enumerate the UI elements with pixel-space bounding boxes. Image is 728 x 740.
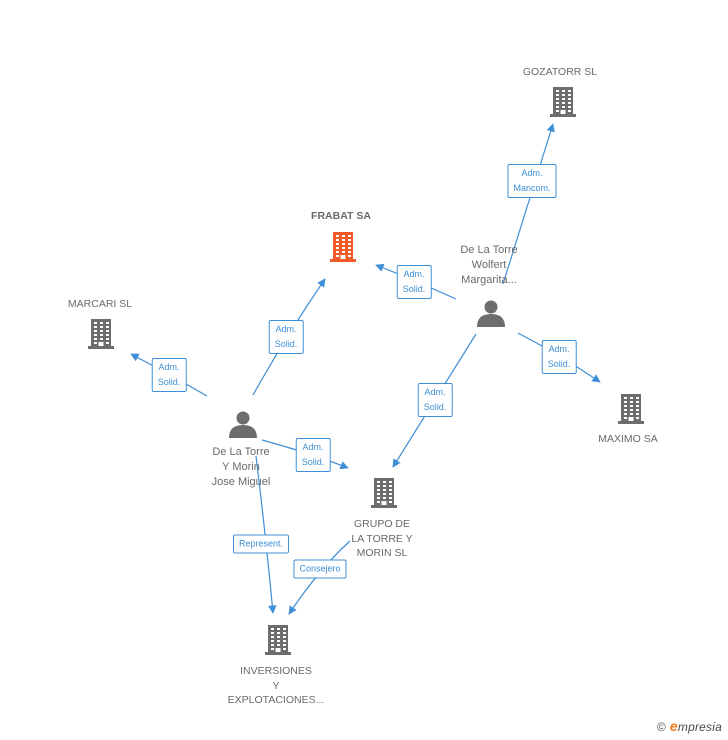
edge-label-jose-inversiones[interactable]: Represent. <box>232 534 290 554</box>
edge-label-jose-marcari[interactable]: Adm. Solid. <box>151 358 187 392</box>
building-icon-frabat <box>330 232 356 262</box>
node-label-line: MORIN SL <box>356 547 408 559</box>
node-label-line: EXPLOTACIONES... <box>227 694 325 706</box>
edge-label-line: Solid. <box>274 339 298 349</box>
edge-label-wolfert-maximo[interactable]: Adm. Solid. <box>541 340 577 374</box>
node-label-line: Y <box>272 679 280 692</box>
building-icon-grupo <box>371 478 397 508</box>
node-label-line: GRUPO DE <box>353 518 411 530</box>
node-label-line: FRABAT SA <box>311 210 371 222</box>
edge-label-line: Adm. <box>275 324 297 334</box>
node-label-line: De La Torre <box>212 446 270 458</box>
node-label-line: Wolfert <box>471 259 507 271</box>
edge-label-line: Consejero <box>299 563 341 574</box>
node-label-frabat[interactable]: FRABAT SA <box>311 209 371 224</box>
edge-label-line: Solid. <box>157 377 181 387</box>
edge-label-wolfert-gozatorr[interactable]: Adm. Mancom. <box>507 164 557 198</box>
node-label-line: Margarita... <box>461 274 517 286</box>
edge-label-line: Solid. <box>547 359 571 369</box>
edge-label-line: Solid. <box>301 457 325 467</box>
node-label-line: Jose Miguel <box>211 476 271 488</box>
edge-label-line: Solid. <box>402 284 426 294</box>
node-label-line: MARCARI SL <box>67 298 133 310</box>
copyright-symbol: © <box>656 720 666 734</box>
edge-label-grupo-inversiones[interactable]: Consejero <box>293 559 347 579</box>
edge-label-line: Adm. <box>548 344 570 354</box>
building-icon-maximo <box>618 394 644 424</box>
edge-label-line: Mancom. <box>513 183 551 193</box>
icons-layer <box>88 87 644 655</box>
empresia-logo-text: mpresia <box>677 720 722 734</box>
edge-label-jose-frabat[interactable]: Adm. Solid. <box>268 320 304 354</box>
node-label-gozatorr[interactable]: GOZATORR SL <box>523 65 597 80</box>
node-label-grupo[interactable]: GRUPO DE LA TORRE Y MORIN SL <box>351 517 412 561</box>
edge-label-line: Adm. <box>302 442 324 452</box>
building-icon-inversiones <box>265 625 291 655</box>
node-label-line: De La Torre <box>460 244 518 256</box>
person-icon-wolfert <box>477 300 505 327</box>
edge-label-line: Represent. <box>238 538 284 549</box>
node-label-line: Y Morin <box>222 461 260 473</box>
edge-label-line: Adm. <box>158 362 180 372</box>
node-label-line: INVERSIONES <box>240 665 312 677</box>
building-icon-gozatorr <box>550 87 576 117</box>
edge-label-wolfert-grupo[interactable]: Adm. Solid. <box>417 383 453 417</box>
node-label-line: GOZATORR SL <box>522 66 598 78</box>
edge-label-line: Solid. <box>423 402 447 412</box>
node-label-maximo[interactable]: MAXIMO SA <box>598 432 658 447</box>
edge-label-wolfert-frabat[interactable]: Adm. Solid. <box>396 265 432 299</box>
edge-label-line: Adm. <box>521 168 543 178</box>
empresia-logo-e: e <box>669 718 678 734</box>
node-label-marcari[interactable]: MARCARI SL <box>68 297 132 312</box>
edge-wolfert-gozatorr <box>502 123 555 285</box>
building-icon-marcari <box>88 319 114 349</box>
node-label-line: LA TORRE Y <box>351 532 413 545</box>
edge-label-line: Adm. <box>403 269 425 279</box>
node-label-inversiones[interactable]: INVERSIONES Y EXPLOTACIONES... <box>228 664 325 708</box>
node-label-line: MAXIMO SA <box>598 433 658 445</box>
edge-label-line: Adm. <box>424 387 446 397</box>
person-icon-jose <box>229 411 257 438</box>
empresia-watermark: ©empresia <box>657 718 722 734</box>
edge-label-jose-grupo[interactable]: Adm. Solid. <box>295 438 331 472</box>
